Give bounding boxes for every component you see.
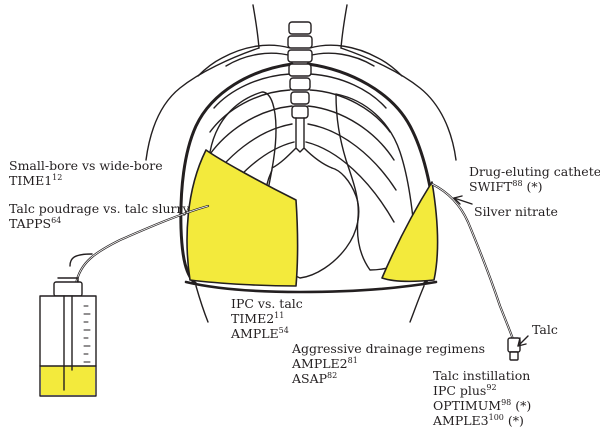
- silver-nitrate-label: Silver nitrate: [474, 204, 558, 219]
- ipc-vs-talc-annotation: IPC vs. talc TIME211 AMPLE54: [231, 296, 303, 341]
- time1-citation: TIME112: [9, 172, 63, 188]
- spine: [287, 21, 313, 119]
- drug-eluting-label: Drug-eluting catheter: [469, 164, 600, 179]
- rib-right-5: [305, 141, 395, 223]
- lower-torso-right: [409, 285, 425, 323]
- right-pleural-effusion: [381, 181, 439, 283]
- diaphragm: [184, 280, 438, 294]
- rib-cage-left-outline: [179, 62, 294, 286]
- ample-citation: AMPLE54: [231, 325, 289, 341]
- ipc-plus-citation: IPC plus92: [433, 382, 497, 398]
- silver-nitrate-arrow: [453, 195, 473, 205]
- shoulder-right-outline: [340, 47, 457, 161]
- small-bore-annotation: Small-bore vs wide-bore TIME112: [9, 158, 163, 188]
- shoulder-left-outline: [145, 47, 260, 161]
- small-bore-label: Small-bore vs wide-bore: [9, 158, 163, 173]
- optimum-citation: OPTIMUM98 (*): [433, 397, 532, 413]
- chest-drain-tube-inner: [75, 205, 209, 285]
- clavicle-left: [197, 44, 291, 77]
- catheter-valve: [507, 337, 521, 361]
- ipc-vs-talc-label: IPC vs. talc: [231, 296, 303, 311]
- lower-torso-left: [195, 285, 209, 323]
- rib-right-2: [309, 89, 391, 133]
- swift-citation: SWIFT88 (*): [469, 178, 543, 194]
- indwelling-catheter-inner: [431, 183, 515, 343]
- rib-left-3: [205, 105, 293, 161]
- clavicle-right: [309, 44, 403, 77]
- talc-instillation-annotation: Talc instillation IPC plus92 OPTIMUM98 (…: [433, 368, 531, 428]
- talc-poudrage-label: Talc poudrage vs. talc slurry: [9, 201, 190, 216]
- clavicle-right-inner: [307, 52, 375, 67]
- rib-right-3: [307, 105, 395, 161]
- asap-citation: ASAP82: [292, 370, 338, 386]
- aggressive-drainage-label: Aggressive drainage regimens: [292, 341, 486, 356]
- ample3-citation: AMPLE3100 (*): [433, 412, 524, 428]
- talc-arrow: [517, 335, 529, 347]
- rib-left-2: [209, 89, 291, 133]
- rib-left-1: [213, 73, 291, 109]
- drug-eluting-annotation: Drug-eluting catheter SWIFT88 (*): [469, 164, 600, 194]
- talc-instillation-label: Talc instillation: [433, 368, 531, 383]
- rib-right-4: [307, 123, 397, 191]
- talc-poudrage-annotation: Talc poudrage vs. talc slurry TAPPS64: [9, 201, 190, 231]
- clavicle-left-inner: [225, 52, 293, 67]
- rib-right-1: [309, 73, 387, 109]
- neck-left-outline: [252, 4, 260, 49]
- time2-citation: TIME211: [231, 310, 285, 326]
- drainage-bottle: [39, 253, 97, 397]
- talc-label: Talc: [532, 322, 558, 337]
- tapps-citation: TAPPS64: [9, 215, 62, 231]
- trachea: [271, 117, 333, 169]
- right-lung-outline: [335, 93, 417, 271]
- left-pleural-effusion: [186, 149, 299, 287]
- aggressive-drainage-annotation: Aggressive drainage regimens AMPLE281 AS…: [292, 341, 485, 386]
- ample2-citation: AMPLE281: [292, 355, 358, 371]
- neck-right-outline: [340, 4, 348, 49]
